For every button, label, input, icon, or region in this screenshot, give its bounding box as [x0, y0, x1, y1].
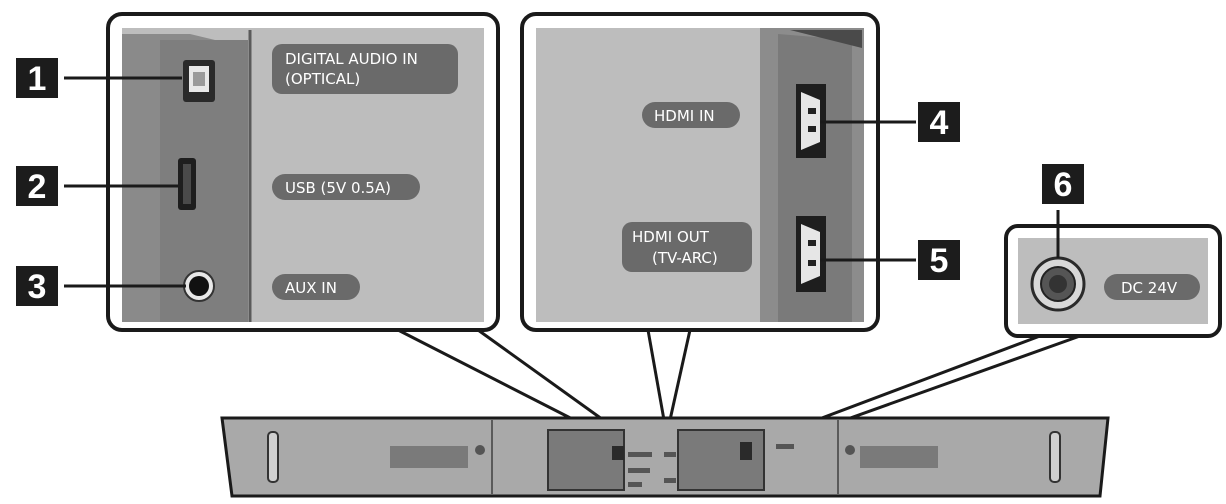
hdmi-out-label-line2: (TV-ARC): [652, 249, 718, 267]
svg-text:3: 3: [28, 268, 47, 306]
badge-4: 4: [918, 102, 960, 142]
badge-6: 6: [1042, 164, 1084, 204]
aux-port-icon: [183, 270, 215, 302]
dc-jack-icon: [1030, 256, 1086, 312]
right-zoom-panel: DC 24V: [1004, 224, 1222, 338]
middle-leader-lines: [820, 120, 916, 262]
svg-text:1: 1: [28, 60, 47, 98]
optical-port-icon: [183, 60, 215, 102]
usb-label: USB (5V 0.5A): [285, 179, 391, 197]
hdmi-out-label-line1: HDMI OUT: [632, 228, 710, 246]
hdmi-in-label: HDMI IN: [654, 107, 715, 125]
hdmi-in-port-icon: [796, 84, 826, 158]
optical-label-line1: DIGITAL AUDIO IN: [285, 50, 418, 68]
aux-label: AUX IN: [285, 279, 337, 297]
svg-text:2: 2: [28, 168, 47, 206]
left-zoom-panel: DIGITAL AUDIO IN (OPTICAL) USB (5V 0.5A)…: [106, 12, 500, 332]
svg-text:5: 5: [930, 242, 949, 280]
left-leader-lines: [64, 76, 186, 288]
badge-5: 5: [918, 240, 960, 280]
svg-text:6: 6: [1054, 166, 1073, 204]
dc-label: DC 24V: [1121, 279, 1178, 297]
optical-label-line2: (OPTICAL): [285, 70, 360, 88]
svg-text:4: 4: [930, 104, 949, 142]
badge-2: 2: [16, 166, 58, 206]
middle-zoom-panel: HDMI IN HDMI OUT (TV-ARC): [520, 12, 880, 332]
badge-1: 1: [16, 58, 58, 98]
hdmi-out-port-icon: [796, 216, 826, 292]
soundbar-body: [220, 416, 1110, 498]
usb-port-icon: [178, 158, 196, 210]
badge-3: 3: [16, 266, 58, 306]
